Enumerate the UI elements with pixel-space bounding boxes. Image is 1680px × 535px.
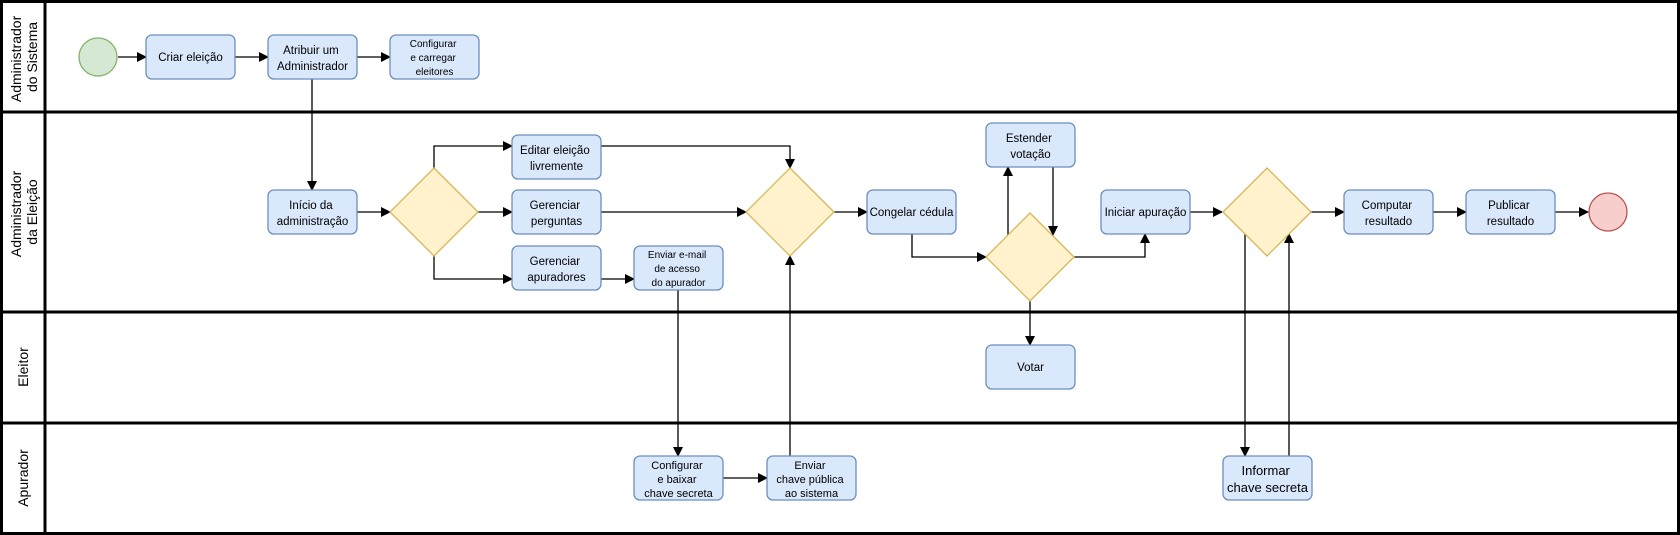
sequence-flows <box>118 52 1589 483</box>
task-atribuir-administrador: Atribuir um Administrador <box>267 34 358 80</box>
gateway-administracao <box>389 167 479 257</box>
lane-administrador-sistema: Administrador do Sistema <box>8 12 40 102</box>
lane-administrador-eleicao: Administrador da Eleição <box>8 167 40 257</box>
svg-text:Enviar chave pública: Enviar chave pública ao sistema <box>776 460 846 500</box>
svg-text:Gerenciar apuradores: Gerenciar apuradores <box>527 256 585 284</box>
svg-text:Votar: Votar <box>1017 362 1044 374</box>
task-gerenciar-perguntas: Gerenciar perguntas <box>511 189 602 235</box>
task-editar-eleicao: Editar eleição livremente <box>511 134 602 180</box>
svg-text:Criar eleição: Criar eleição <box>158 52 223 64</box>
lane-label-apurador: Apurador <box>15 449 31 507</box>
start-event <box>78 37 118 77</box>
flow-editar-to-gateway2 <box>601 145 795 169</box>
task-informar-chave-secreta: Informar chave secreta <box>1222 455 1313 501</box>
task-criar-eleicao: Criar eleição <box>145 34 236 80</box>
svg-text:Gerenciar perguntas: Gerenciar perguntas <box>530 200 584 228</box>
svg-text:Computar resultado: Computar resultado <box>1362 200 1416 228</box>
svg-text:Estender votação: Estender votação <box>1006 133 1055 161</box>
task-iniciar-apuracao: Iniciar apuração <box>1100 189 1191 235</box>
lane-eleitor: Eleitor <box>15 347 31 387</box>
gateway-apuracao <box>1222 167 1312 257</box>
task-inicio-administracao: Início da administração <box>267 189 358 235</box>
gateway-votacao <box>985 212 1075 302</box>
svg-text:Enviar e-mail de acesso: Enviar e-mail de acesso do apurador <box>648 250 709 289</box>
lane-label-administrador-eleicao: Administrador da Eleição <box>8 167 40 257</box>
flow-gateway1-to-editar <box>433 141 513 168</box>
svg-text:Congelar cédula: Congelar cédula <box>870 207 954 219</box>
gateway-merge-cedula <box>745 167 835 257</box>
flow-gateway3-to-iniciar-apuracao <box>1074 233 1150 258</box>
task-enviar-email: Enviar e-mail de acesso do apurador <box>633 245 724 291</box>
svg-text:Configurar e baixar: Configurar e baixar chave secreta <box>644 460 713 500</box>
task-estender-votacao: Estender votação <box>985 122 1076 168</box>
svg-text:Configurar e carregar: Configurar e carregar eleitores <box>410 39 459 78</box>
task-congelar-cedula: Congelar cédula <box>866 189 957 235</box>
svg-text:Informar chave secreta: Informar chave secreta <box>1227 463 1309 495</box>
end-event <box>1588 192 1628 232</box>
lane-label-administrador-sistema: Administrador do Sistema <box>8 12 40 102</box>
flow-congelar-to-gateway3 <box>911 234 987 262</box>
task-gerenciar-apuradores: Gerenciar apuradores <box>511 245 602 291</box>
task-enviar-chave-publica: Enviar chave pública ao sistema <box>766 455 857 501</box>
task-configurar-chave: Configurar e baixar chave secreta <box>633 455 724 501</box>
svg-text:Iniciar apuração: Iniciar apuração <box>1105 207 1187 219</box>
svg-text:Publicar resultado: Publicar resultado <box>1487 200 1534 228</box>
lane-label-eleitor: Eleitor <box>15 347 31 387</box>
flow-gateway1-to-apuradores <box>433 256 513 284</box>
svg-text:Início da administração: Início da administração <box>277 200 349 228</box>
lane-apurador: Apurador <box>15 449 31 507</box>
task-publicar-resultado: Publicar resultado <box>1465 189 1556 235</box>
svg-text:Atribuir um Administrado: Atribuir um Administrador <box>277 45 348 73</box>
task-computar-resultado: Computar resultado <box>1343 189 1434 235</box>
task-votar: Votar <box>985 344 1076 390</box>
task-configurar-eleitores: Configurar e carregar eleitores <box>389 34 480 80</box>
svg-text:Editar eleição livrement: Editar eleição livremente <box>520 145 593 173</box>
